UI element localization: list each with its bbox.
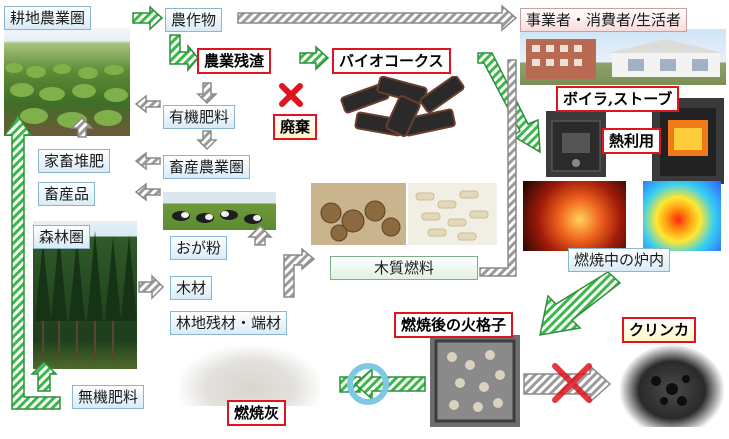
label-forest-residue: 林地残材・端材: [170, 311, 288, 335]
arrow-farmland-to-crops: [132, 5, 164, 31]
arrow-organic-to-farmland: [134, 94, 161, 114]
arrow-organic-to-livestock: [196, 130, 218, 151]
label-residue: 農業残渣: [197, 48, 272, 74]
arrow-grate-to-ash: [353, 367, 426, 401]
arrow-residue-to-organic: [196, 82, 218, 105]
label-inorganic-fertilizer: 無機肥料: [72, 385, 145, 409]
pellets-photo: [408, 183, 497, 245]
label-clinker: クリンカ: [622, 317, 697, 343]
label-grate-after: 燃焼後の火格子: [394, 312, 514, 338]
label-disposal: 廃棄: [273, 114, 318, 140]
label-crops: 農作物: [165, 8, 223, 32]
consumer-buildings-photo: [520, 29, 726, 85]
clinker-x-mark: [552, 363, 592, 403]
stove-photo: [652, 98, 724, 184]
disposal-x-mark: [279, 83, 303, 107]
arrow-livestock-to-compost: [134, 151, 161, 171]
label-biocoke: バイオコークス: [332, 48, 451, 74]
grate-photo: [430, 335, 520, 427]
label-livestock-compost: 家畜堆肥: [38, 149, 111, 173]
logs-photo: [311, 183, 406, 245]
label-wood-fuel: 木質燃料: [330, 256, 478, 280]
clinker-photo: [620, 345, 724, 427]
livestock-photo: [163, 192, 276, 230]
boiler-photo: [546, 111, 606, 177]
label-livestock-zone: 畜産農業圏: [163, 155, 251, 179]
label-livestock-products: 畜産品: [38, 182, 96, 206]
arrow-grate-to-clinker: [523, 364, 612, 404]
farmland-photo: [4, 28, 130, 136]
ash-ok-circle: [347, 363, 389, 405]
label-farmland: 耕地農業圏: [4, 6, 92, 30]
arrow-residue-to-biocoke: [299, 45, 330, 71]
arrow-forest-to-lumber: [138, 274, 165, 300]
arrow-crops-to-residue: [169, 34, 199, 73]
thermal-photo: [643, 181, 721, 251]
label-furnace-interior: 燃焼中の炉内: [568, 248, 671, 272]
ash-photo: [180, 346, 320, 406]
label-consumers: 事業者・消費者/生活者: [520, 8, 688, 32]
label-forest: 森林圏: [33, 225, 91, 249]
fire-photo: [523, 181, 626, 251]
label-organic-fertilizer: 有機肥料: [163, 105, 236, 129]
label-sawdust: おが粉: [170, 236, 228, 260]
arrow-furnace-to-grate: [539, 271, 622, 336]
label-heat-use: 熱利用: [602, 128, 662, 154]
label-lumber: 木材: [170, 276, 213, 300]
arrow-livestock-to-products: [134, 182, 161, 202]
arrow-crops-to-consumers: [237, 4, 518, 32]
arrow-residue-to-woodfuel: [283, 247, 316, 298]
label-ash: 燃焼灰: [227, 400, 287, 426]
arrow-ash-to-inorganic: [339, 376, 361, 393]
biocoke-photo: [338, 76, 470, 146]
label-boiler-stove: ボイラ,ストーブ: [556, 86, 680, 112]
